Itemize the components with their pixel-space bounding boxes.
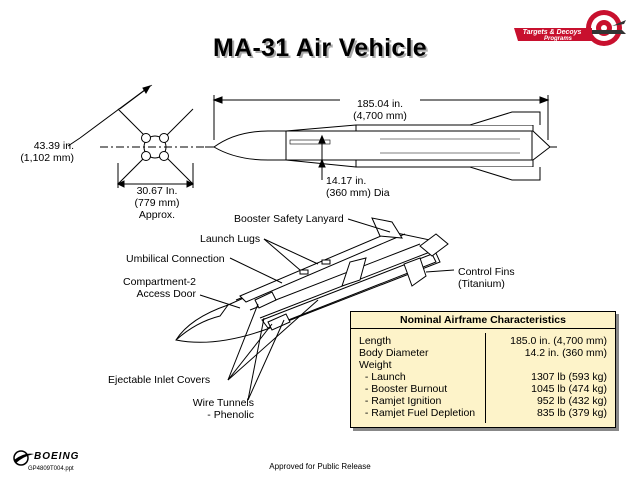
table-row: Body Diameter 14.2 in. (360 mm) — [359, 347, 607, 359]
table-divider — [485, 333, 486, 423]
compartment-door-callout: Compartment-2 Access Door — [123, 276, 196, 300]
table-row: Weight — [359, 359, 392, 371]
wire-tunnels-callout: Wire Tunnels - Phenolic — [192, 397, 254, 421]
booster-lanyard-callout: Booster Safety Lanyard — [234, 213, 344, 225]
front-view — [67, 84, 210, 188]
inlet-covers-callout: Ejectable Inlet Covers — [108, 374, 211, 386]
table-row: - Launch 1307 lb (593 kg) — [359, 371, 607, 383]
control-fins-callout: Control Fins (Titanium) — [458, 266, 515, 290]
side-view — [205, 95, 560, 181]
svg-text:Programs: Programs — [544, 36, 573, 42]
table-row: Length 185.0 in. (4,700 mm) — [359, 335, 607, 347]
boeing-logo: BOEING — [12, 448, 102, 472]
boeing-symbol-icon — [13, 450, 34, 466]
characteristics-table: Nominal Airframe Characteristics Length … — [350, 311, 616, 428]
length-dimension: 185.04 in. (4,700 mm) — [340, 98, 420, 122]
boeing-wordmark: BOEING — [34, 451, 80, 462]
root-dimension: 30.67 In. (779 mm) Approx. — [134, 185, 180, 221]
launch-lugs-callout: Launch Lugs — [200, 233, 261, 245]
isometric-view — [175, 217, 455, 401]
span-dimension: 43.39 in. (1,102 mm) — [20, 140, 74, 164]
table-row: - Ramjet Ignition 952 lb (432 kg) — [359, 395, 607, 407]
table-header: Nominal Airframe Characteristics — [351, 312, 615, 329]
targets-decoys-logo: Targets & Decoys Programs — [512, 8, 627, 52]
svg-text:Targets & Decoys: Targets & Decoys — [523, 29, 582, 36]
umbilical-callout: Umbilical Connection — [126, 253, 225, 265]
table-row: - Booster Burnout 1045 lb (474 kg) — [359, 383, 607, 395]
table-row: - Ramjet Fuel Depletion 835 lb (379 kg) — [359, 407, 607, 419]
release-statement: Approved for Public Release — [269, 462, 371, 471]
page-title: MA-31 Air Vehicle — [213, 34, 427, 62]
file-reference: GP4809T004.ppt — [28, 466, 74, 472]
diameter-dimension: 14.17 in. (360 mm) Dia — [326, 175, 390, 199]
